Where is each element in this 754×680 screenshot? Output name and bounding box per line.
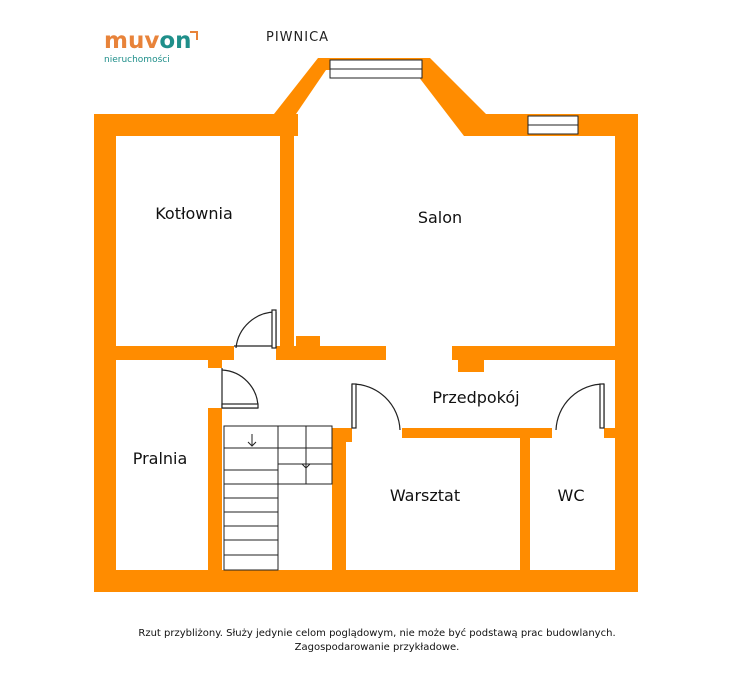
doors [221, 309, 605, 431]
logo-brand-main: muv [104, 28, 160, 54]
wall-bay-right [418, 58, 486, 136]
logo-subtitle: nieruchomości [104, 55, 170, 65]
wall-kotlownia-salon [280, 136, 294, 348]
disclaimer-line-2: Zagospodarowanie przykładowe. [294, 642, 460, 653]
wall-bay-left [274, 58, 338, 136]
logo-brand-accent: on [159, 28, 192, 54]
wall-kotlownia-bottom-b [276, 346, 386, 360]
wall-left [94, 114, 116, 592]
floor-plan: Kotłownia Salon Pralnia Przedpokój Warsz… [94, 58, 638, 592]
room-label-kotlownia: Kotłownia [155, 204, 233, 223]
disclaimer-line-1: Rzut przybliżony. Służy jedynie celom po… [138, 628, 616, 639]
wall-hall-bottom [402, 428, 552, 438]
logo: muvon nieruchomości [104, 28, 198, 65]
stairs [223, 425, 333, 571]
logo-arrow-icon [190, 31, 198, 40]
wall-kotlownia-bottom-a [116, 346, 234, 360]
wall-salon-stub [296, 336, 320, 348]
door-wc [555, 383, 605, 431]
wall-stairs-left [208, 408, 222, 570]
walls [94, 58, 638, 592]
windows [329, 59, 579, 135]
wall-warsztat-left [332, 428, 346, 570]
door-warsztat [351, 383, 401, 431]
wall-wc-top-right [604, 428, 615, 438]
wall-pralnia-top [208, 358, 222, 368]
wall-top-left [94, 114, 298, 136]
floor-title: PIWNICA [266, 30, 330, 45]
wall-salon-bottom-right [452, 346, 615, 360]
door-kotlownia [234, 309, 277, 349]
room-label-salon: Salon [418, 208, 462, 227]
room-label-warsztat: Warsztat [390, 486, 460, 505]
door-pralnia [221, 368, 259, 409]
room-label-przedpokoj: Przedpokój [432, 388, 519, 407]
wall-bottom [94, 570, 638, 592]
logo-wordmark: muvon [104, 28, 192, 54]
wall-salon-stub-right [458, 358, 484, 372]
wall-warsztat-wc [520, 438, 530, 570]
wall-right [615, 114, 638, 592]
room-label-pralnia: Pralnia [133, 449, 188, 468]
room-label-wc: WC [558, 486, 585, 505]
disclaimer: Rzut przybliżony. Służy jedynie celom po… [0, 627, 754, 655]
